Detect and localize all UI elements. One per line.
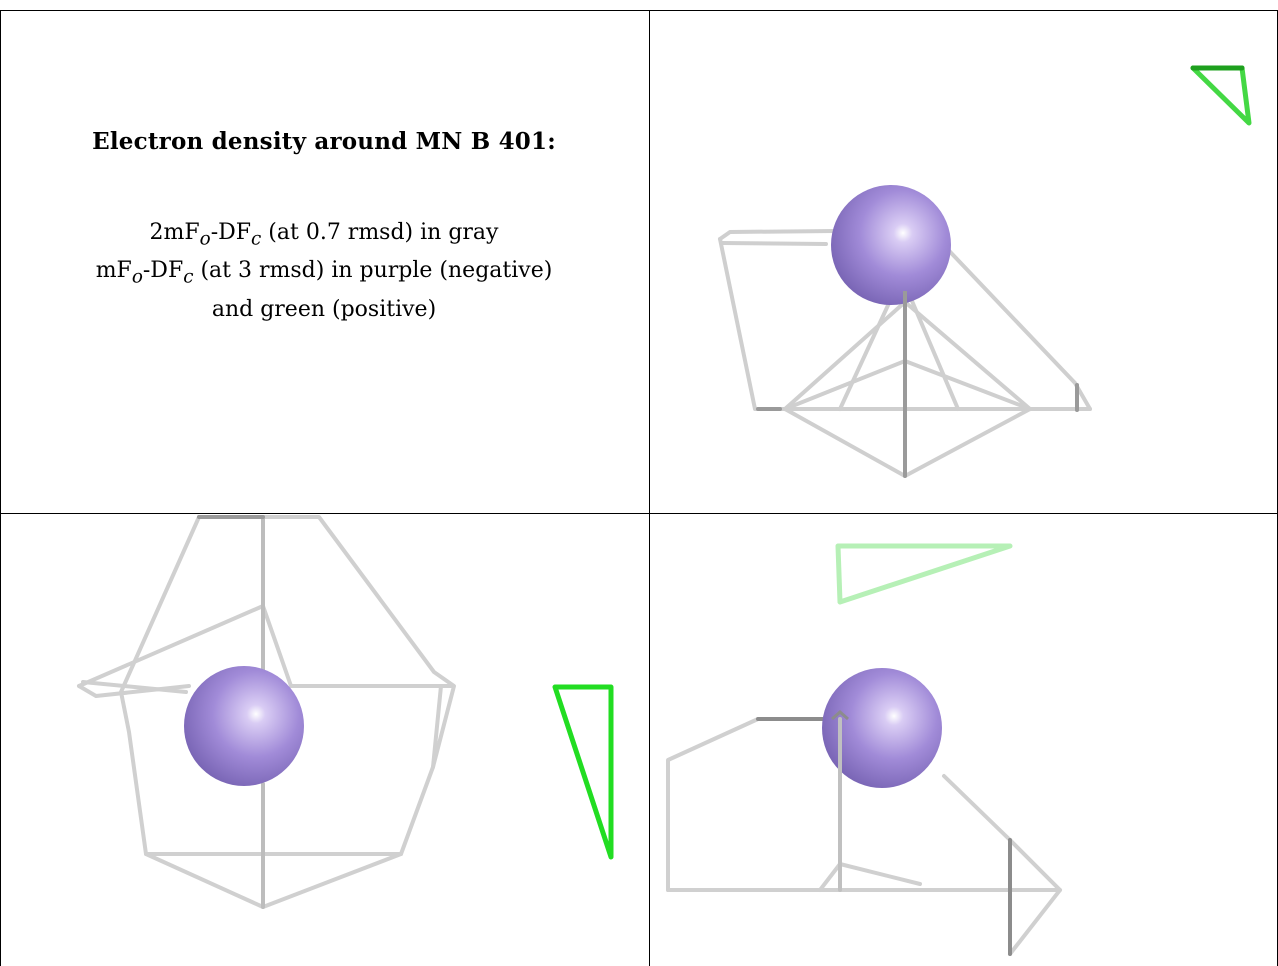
caption-cell: Electron density around MN B 401: 2mFo-D… [14, 128, 634, 326]
legend-line1-sub-o: o [199, 228, 211, 250]
mn-atom-sphere [831, 185, 951, 305]
caption-legend: 2mFo-DFc (at 0.7 rmsd) in gray mFo-DFc (… [14, 217, 634, 326]
mesh-2fofc-dark [756, 284, 1079, 478]
density-green-positive [552, 684, 614, 860]
caption-title: Electron density around MN B 401: [92, 128, 556, 155]
table-top-border [0, 10, 1278, 11]
density-green-positive-faint [835, 543, 1013, 605]
legend-line2-a: mF [95, 258, 132, 284]
density-view-bottom-left [77, 515, 614, 909]
legend-line-2mfo-dfc: 2mFo-DFc (at 0.7 rmsd) in gray [14, 217, 634, 255]
legend-line2-b: -DF [142, 258, 184, 284]
table-middle-border [0, 513, 1278, 514]
legend-line1-b: -DF [210, 220, 252, 245]
mesh-2fofc [77, 515, 456, 909]
legend-line2-sub-o: o [131, 266, 143, 288]
density-view-bottom-right [666, 543, 1062, 956]
table-center-divider [649, 10, 650, 966]
legend-line1-a: 2mF [149, 220, 200, 245]
table-left-border [0, 10, 1, 966]
density-green-positive [1190, 65, 1252, 126]
mn-atom-sphere [184, 666, 304, 786]
legend-line-green: and green (positive) [211, 296, 437, 322]
legend-line2-rest: (at 3 rmsd) in purple (negative) [193, 258, 553, 284]
mn-atom-sphere [822, 668, 942, 788]
density-view-top-right [718, 65, 1252, 478]
mesh-2fofc-dark [197, 515, 265, 909]
legend-line2-sub-c: c [183, 266, 194, 288]
mesh-front-node [831, 710, 849, 721]
legend-line1-sub-c: c [251, 228, 262, 250]
legend-line1-rest: (at 0.7 rmsd) in gray [261, 220, 499, 245]
legend-line-mfo-dfc: mFo-DFc (at 3 rmsd) in purple (negative) [14, 255, 634, 293]
